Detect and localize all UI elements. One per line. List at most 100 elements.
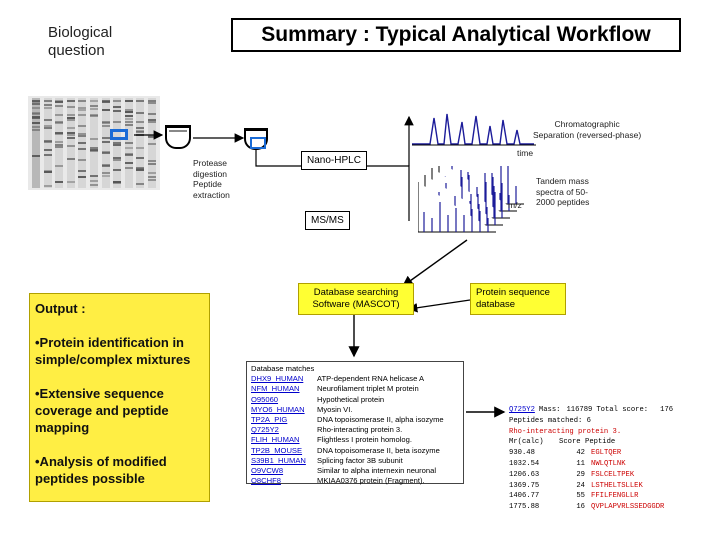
page-title: Summary : Typical Analytical Workflow — [261, 23, 651, 46]
gel-band — [66, 132, 75, 134]
gel-lane — [90, 98, 98, 188]
match-accession-link[interactable]: S39B1_HUMAN — [251, 455, 306, 465]
gel-band — [43, 127, 52, 129]
gel-band — [101, 151, 110, 153]
gel-band — [148, 163, 156, 165]
gel-band — [32, 122, 40, 124]
gel-band — [90, 184, 98, 186]
gel-band — [90, 138, 98, 140]
match-accession-link[interactable]: DHX9_HUMAN — [251, 374, 304, 384]
gel-lane — [136, 98, 145, 188]
result-row-score: 16 — [576, 503, 585, 512]
gel-band — [90, 147, 98, 149]
result-mr: 1775.88 — [509, 503, 540, 512]
digestion-line-3: Peptide — [193, 179, 222, 189]
mass-spectra-stack — [417, 154, 530, 238]
gel-band — [32, 129, 40, 131]
protein-db-line-1: Protein sequence — [476, 287, 550, 298]
gel-band — [43, 125, 52, 127]
gel-band — [90, 115, 98, 117]
output-item-2: •Extensive sequence coverage and peptide… — [35, 386, 169, 435]
gel-band — [43, 149, 52, 151]
gel-band — [148, 143, 156, 145]
gel-band — [66, 158, 75, 160]
gel-band — [113, 106, 122, 108]
gel-band — [43, 104, 52, 106]
match-description: MKIAA0376 protein (Fragment). — [317, 476, 425, 486]
gel-band — [124, 162, 133, 164]
gel-band — [90, 149, 98, 151]
gel-band — [90, 180, 98, 182]
gel-band — [78, 109, 87, 111]
gel-band — [32, 113, 40, 115]
gel-band — [136, 121, 145, 123]
mz-axis-label: m/z — [508, 200, 522, 210]
gel-band — [148, 179, 156, 181]
gel-band — [43, 100, 52, 102]
gel-band — [113, 142, 122, 144]
gel-band — [124, 124, 133, 126]
gel-lane — [43, 98, 52, 188]
gel-band — [136, 112, 145, 114]
result-peptide: FSLCELTPEK — [591, 470, 635, 479]
gel-band — [148, 121, 156, 123]
gel-band — [43, 185, 52, 187]
gel-band — [136, 168, 145, 170]
gel-band — [43, 141, 52, 143]
gel-band — [136, 100, 145, 102]
result-mass: 116789 — [566, 406, 593, 414]
match-accession-link[interactable]: Q725Y2 — [251, 425, 279, 435]
gel-band — [55, 122, 64, 124]
result-header-peptide: Peptide — [585, 438, 616, 447]
result-peptide: NWLQTLNK — [591, 459, 626, 468]
match-description: Flightless I protein homolog. — [317, 435, 412, 445]
gel-band — [136, 127, 145, 129]
gel-band — [113, 182, 122, 184]
gel-band — [136, 183, 145, 185]
match-accession-link[interactable]: TP2A_PIG — [251, 415, 288, 425]
gel-band — [66, 117, 75, 119]
gel-band — [66, 137, 75, 139]
gel-band — [148, 100, 156, 102]
match-accession-link[interactable]: MYO6_HUMAN — [251, 404, 305, 414]
db-search-line-2: Software (MASCOT) — [312, 299, 400, 310]
digestion-line-4: extraction — [193, 189, 230, 200]
tandem-line-2: spectra of 50- — [536, 186, 588, 197]
tube-1-rim — [169, 130, 187, 132]
gel-band — [101, 137, 110, 139]
gel-band — [78, 142, 87, 144]
chromatographic-line-1: Chromatographic — [554, 119, 620, 129]
gel-band — [55, 114, 64, 116]
match-accession-link[interactable]: O95060 — [251, 394, 279, 404]
gel-band — [78, 125, 87, 127]
match-accession-link[interactable]: O9VCW8 — [251, 466, 284, 476]
gel-band — [90, 114, 98, 116]
tube-2-content — [250, 137, 266, 149]
result-accession-link[interactable]: Q725Y2 — [509, 406, 535, 414]
protein-database-box: Protein sequence database — [470, 283, 566, 315]
match-accession-link[interactable]: NFM_HUMAN — [251, 384, 300, 394]
gel-band — [66, 119, 75, 121]
gel-band-highlight — [110, 129, 128, 140]
match-accession-link[interactable]: TP2B_MOUSE — [251, 445, 303, 455]
gel-band — [113, 157, 122, 159]
gel-band — [148, 176, 156, 178]
gel-band — [124, 154, 133, 156]
gel-band — [78, 133, 87, 135]
gel-band — [101, 165, 110, 167]
gel-band — [113, 181, 122, 183]
match-accession-link[interactable]: FLIH_HUMAN — [251, 435, 300, 445]
gel-band — [90, 150, 98, 152]
matches-header: Database matches — [251, 364, 315, 373]
gel-band — [113, 169, 122, 171]
gel-band — [78, 114, 87, 116]
chromatographic-line-2: Separation (reversed-phase) — [533, 129, 642, 140]
match-accession-link[interactable]: O8CHF8 — [251, 476, 281, 486]
gel-band — [136, 169, 145, 171]
gel-band — [78, 159, 87, 161]
